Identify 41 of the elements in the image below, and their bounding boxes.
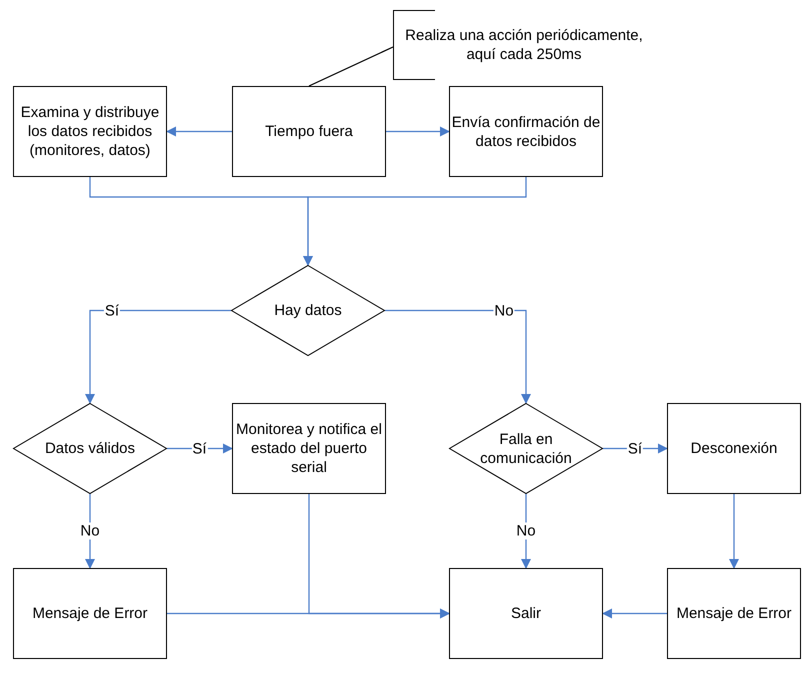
arrow xyxy=(85,310,231,404)
arrow xyxy=(303,177,527,266)
arrow xyxy=(308,494,450,618)
node-text: Datos válidos xyxy=(44,439,136,458)
process-box xyxy=(449,86,603,177)
node-text: Salir xyxy=(510,604,542,623)
node-text: Desconexión xyxy=(690,439,778,458)
node-text: Mensaje de Error xyxy=(31,604,149,623)
edge-label: No xyxy=(493,302,515,319)
process-box xyxy=(232,86,386,177)
arrow xyxy=(602,608,667,618)
process-box xyxy=(667,568,801,659)
arrow xyxy=(603,444,668,454)
arrow xyxy=(521,494,531,569)
arrow xyxy=(386,126,450,136)
node-text: Falla en comunicación xyxy=(479,430,573,468)
process-box xyxy=(13,86,167,177)
node-text: Examina y distribuye los datos recibidos (monitores, datos) xyxy=(20,103,160,160)
annotation-text: Realiza una acción periódicamente, aquí cada 250ms xyxy=(404,26,644,64)
node-text: Mensaje de Error xyxy=(675,604,793,623)
edge-label: Sí xyxy=(104,302,120,319)
process-box xyxy=(449,568,603,659)
decision-diamond xyxy=(231,265,385,356)
process-box xyxy=(232,403,386,494)
edge-label: Sí xyxy=(626,440,644,457)
arrow xyxy=(729,494,739,569)
arrow xyxy=(385,310,531,404)
decision-diamond xyxy=(13,403,167,494)
decision-diamond xyxy=(449,403,603,494)
arrow xyxy=(85,494,95,569)
node-text: Tiempo fuera xyxy=(264,122,354,141)
node-text: Hay datos xyxy=(273,301,343,320)
arrow xyxy=(166,126,232,136)
process-box xyxy=(13,568,167,659)
leader-line xyxy=(308,46,394,87)
node-text: Envía confirmación de datos recibidos xyxy=(451,112,601,150)
edge-label: No xyxy=(515,522,537,540)
edge-label: Sí xyxy=(191,440,208,457)
process-box xyxy=(667,403,801,494)
node-text: Monitorea y notifica el estado del puerto serial xyxy=(235,420,383,477)
edge-label: No xyxy=(79,522,101,540)
